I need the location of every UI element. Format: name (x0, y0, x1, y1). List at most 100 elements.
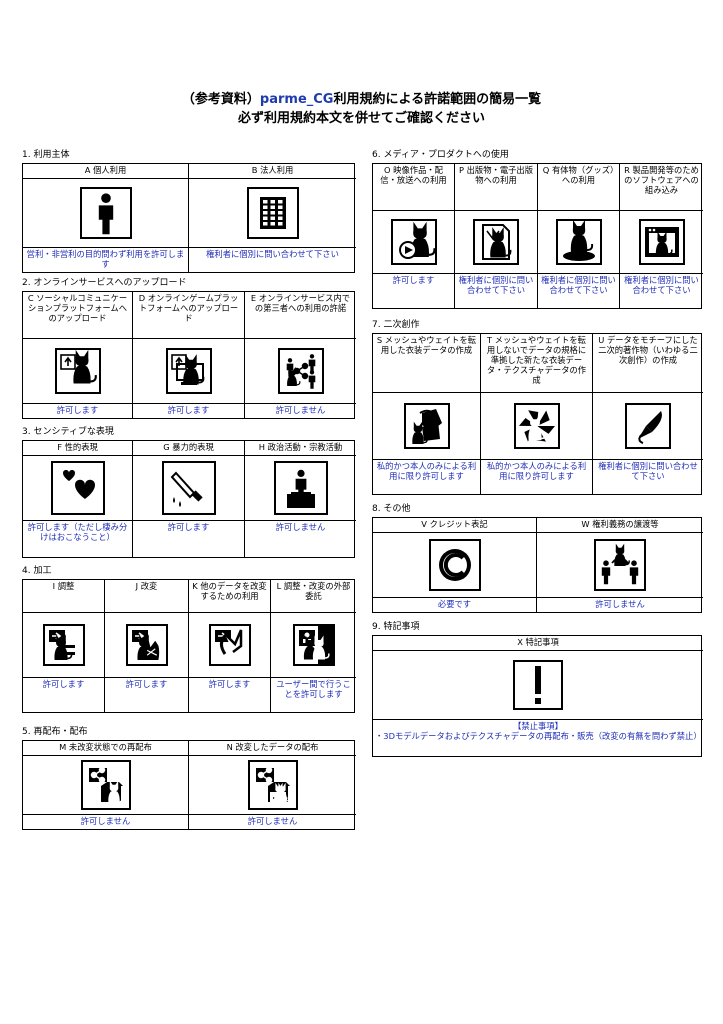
section-heading: 5. 再配布・配布 (22, 727, 88, 737)
modify-icon (125, 624, 168, 666)
section-heading: 6. メディア・プロダクトへの使用 (372, 150, 509, 160)
page-title: （参考資料）parme_CG利用規約による許諾範囲の簡易一覧 必ず利用規約本文を… (0, 90, 723, 128)
permission-table: S メッシュやウェイトを転用した衣装データの作成私的かつ本人のみによる利用に限り… (372, 333, 703, 495)
permission-status: 許可します (125, 679, 168, 689)
new-costume-icon (513, 403, 560, 449)
permission-cell: V クレジット表記必要です (373, 518, 537, 612)
section-s2: 2. オンラインサービスへのアップロード C ソーシャルコミュニケーションプラット… (22, 278, 356, 419)
permission-pictogram (23, 179, 188, 248)
permission-status: 【禁止事項】 ・3Dモデルデータおよびテクスチャデータの再配布・販売（改変の有無… (375, 721, 702, 741)
permission-label: U データをモチーフにした二次的著作物（いわゆる二次創作）の作成 (593, 334, 703, 393)
permission-status: 許可します (208, 679, 251, 689)
goods-icon (555, 219, 602, 265)
permission-cell: W 権利義務の譲渡等許可しません (537, 518, 703, 612)
permission-pictogram (537, 533, 703, 598)
permission-pictogram (189, 179, 356, 248)
permission-cell: G 暴力的表現許可します (133, 441, 245, 557)
title-prefix: （参考資料） (181, 92, 260, 107)
permission-pictogram (455, 211, 537, 274)
permission-cell: M 未改変状態での再配布許可しません (23, 741, 189, 829)
permission-pictogram (23, 756, 188, 815)
upload-cat-icon (54, 348, 101, 394)
permission-cell: X 特記事項【禁止事項】 ・3Dモデルデータおよびテクスチャデータの再配布・販売… (373, 636, 703, 756)
permission-status: 権利者に個別に問い合わせて下さい (624, 275, 699, 295)
permission-cell: C ソーシャルコミュニケーションプラットフォームへのアップロード許可します (23, 292, 133, 418)
permission-label: I 調整 (23, 580, 104, 613)
permission-pictogram (481, 393, 592, 460)
permission-cell: I 調整許可します (23, 580, 105, 712)
building-icon (246, 187, 299, 239)
permission-pictogram (105, 613, 188, 678)
permission-status: 許可しません (247, 816, 298, 826)
permission-cell: T メッシュやウェイトを転用しないでデータの規格に準拠した新たな衣装データ・テク… (481, 334, 593, 494)
outsource-icon (292, 624, 335, 666)
permission-status: ユーザー間で行うことを許可します (276, 679, 351, 699)
permission-label: C ソーシャルコミュニケーションプラットフォームへのアップロード (23, 292, 132, 339)
video-icon (390, 219, 437, 265)
permission-status: 許可しません (80, 816, 131, 826)
permission-pictogram (23, 339, 132, 404)
permission-pictogram (620, 211, 703, 274)
permission-cell: J 改変許可します (105, 580, 189, 712)
podium-icon (273, 461, 328, 515)
permission-cell: P 出版物・電子出版物への利用権利者に個別に問い合わせて下さい (455, 164, 538, 308)
permission-status: 許可します（ただし棲み分けはおこなうこと） (27, 522, 128, 542)
permission-status: 権利者に個別に問い合わせて下さい (206, 249, 339, 259)
permission-pictogram (593, 393, 703, 460)
permission-cell: A 個人利用営利・非営利の目的問わず利用を許可します (23, 164, 189, 272)
permission-label: D オンラインゲームプラットフォームへのアップロード (133, 292, 244, 339)
transfer-icon (594, 539, 646, 591)
permission-label: G 暴力的表現 (133, 441, 244, 456)
permission-status: 私的かつ本人のみによる利用に限り許可します (376, 461, 477, 481)
knife-icon (161, 461, 216, 515)
permission-label: S メッシュやウェイトを転用した衣装データの作成 (373, 334, 480, 393)
permission-status: 許可しません (595, 599, 645, 609)
mesh-icon (403, 403, 450, 449)
permission-label: T メッシュやウェイトを転用しないでデータの規格に準拠した新たな衣装データ・テク… (481, 334, 592, 393)
section-s9: 9. 特記事項 X 特記事項【禁止事項】 ・3Dモデルデータおよびテクスチャデータ… (372, 622, 703, 757)
permission-pictogram (23, 613, 104, 678)
title-main: 利用規約による許諾範囲の簡易一覧 (333, 92, 542, 107)
permission-status: 許可しません (275, 522, 326, 532)
permission-label: W 権利義務の譲渡等 (537, 518, 703, 533)
permission-label: O 映像作品・配信・放送への利用 (373, 164, 454, 211)
permission-cell: N 改変したデータの配布許可しません (189, 741, 356, 829)
permission-status: 許可します (392, 275, 435, 285)
copyright-icon (428, 539, 481, 591)
permission-pictogram (373, 393, 480, 460)
person-icon (79, 187, 132, 239)
permission-pictogram (373, 533, 536, 598)
permission-label: B 法人利用 (189, 164, 356, 179)
permission-label: L 調整・改変の外部委託 (271, 580, 356, 613)
permission-table: X 特記事項【禁止事項】 ・3Dモデルデータおよびテクスチャデータの再配布・販売… (372, 635, 703, 757)
section-heading: 2. オンラインサービスへのアップロード (22, 278, 187, 288)
permission-pictogram (373, 211, 454, 274)
permission-cell: L 調整・改変の外部委託ユーザー間で行うことを許可します (271, 580, 356, 712)
section-heading: 8. その他 (372, 504, 411, 514)
title-subline: 必ず利用規約本文を併せてご確認ください (237, 111, 485, 126)
hearts-icon (50, 461, 105, 515)
permission-cell: B 法人利用権利者に個別に問い合わせて下さい (189, 164, 356, 272)
permission-cell: S メッシュやウェイトを転用した衣装データの作成私的かつ本人のみによる利用に限り… (373, 334, 481, 494)
permission-cell: O 映像作品・配信・放送への利用許可します (373, 164, 455, 308)
publication-icon (473, 219, 519, 265)
share-network-icon (277, 348, 324, 394)
permission-label: P 出版物・電子出版物への利用 (455, 164, 537, 211)
permission-status: 許可します (56, 405, 99, 415)
permission-pictogram (538, 211, 619, 274)
permission-pictogram (189, 756, 356, 815)
permission-label: K 他のデータを改変するための利用 (189, 580, 270, 613)
permission-label: X 特記事項 (373, 636, 703, 651)
section-heading: 1. 利用主体 (22, 150, 70, 160)
section-heading: 9. 特記事項 (372, 622, 420, 632)
permission-status: 営利・非営利の目的問わず利用を許可します (26, 249, 185, 269)
